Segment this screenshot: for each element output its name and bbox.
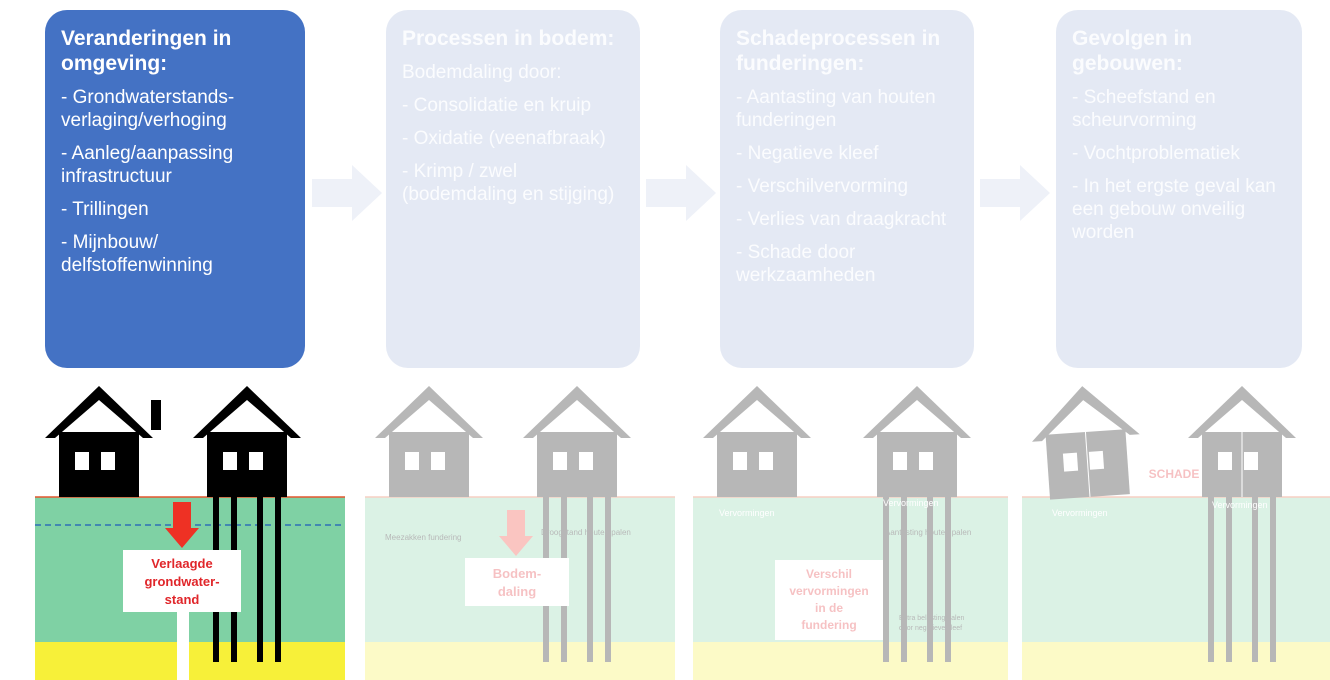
house-icon — [703, 386, 811, 497]
sign-line-3: stand — [165, 592, 200, 607]
down-arrow-icon — [165, 502, 199, 548]
house-on-piles-icon — [523, 386, 631, 662]
card-title: Gevolgen in gebouwen: — [1072, 27, 1193, 75]
card-line: - In het ergste geval kan een gebouw onv… — [1072, 176, 1276, 243]
sign-line-1: Verlaagde — [151, 556, 212, 571]
sign-line-1: Verschil — [806, 567, 852, 581]
card-title: Processen in bodem: — [402, 27, 615, 50]
card-line: - Schade door werkzaamheden — [736, 242, 876, 286]
house-on-piles-icon — [1188, 386, 1296, 662]
card-line: - Consolidatie en kruip — [402, 95, 592, 116]
card-schadeprocessen-in-funderingen: Schadeprocessen in funderingen: - Aantas… — [720, 10, 974, 368]
card-line: - Oxidatie (veenafbraak) — [402, 128, 606, 149]
note-line-2: door negatieve kleef — [899, 625, 962, 632]
illustration-differential-deformation: Vervormingen Vervormingen Aantasting hou… — [693, 380, 1008, 680]
card-gevolgen-in-gebouwen: Gevolgen in gebouwen: - Scheefstand en s… — [1056, 10, 1302, 368]
card-line: - Mijnbouw/ delfstoffenwinning — [61, 232, 213, 276]
sign-line-2: grondwater- — [144, 574, 219, 589]
down-arrow-icon — [499, 510, 533, 556]
house-on-piles-icon — [863, 386, 971, 662]
tilted-house-icon — [1031, 386, 1140, 500]
card-processen-in-bodem: Processen in bodem: Bodemdaling door: - … — [386, 10, 640, 368]
house-icon — [375, 386, 483, 497]
label-right-top: Vervormingen — [883, 498, 939, 508]
label-right: Droogstand houten palen — [541, 528, 631, 537]
note-line-1: Extra belasting palen — [899, 615, 964, 622]
sign-line-1: Bodem- — [493, 566, 541, 581]
card-line: - Vochtproblematiek — [1072, 143, 1240, 164]
card-line: - Verschilvervorming — [736, 176, 909, 197]
label-left: Meezakken fundering — [385, 533, 462, 542]
flow-arrow-3 — [980, 165, 1050, 221]
card-line: - Trillingen — [61, 199, 149, 220]
card-line: - Aantasting van houten funderingen — [736, 87, 936, 131]
sign-line-3: in de — [815, 601, 843, 615]
card-line: - Grondwaterstands-verlaging/verhoging — [61, 87, 235, 131]
card-veranderingen-in-omgeving: Veranderingen in omgeving: - Grondwaters… — [45, 10, 305, 368]
card-line: - Aanleg/aanpassing infrastructuur — [61, 143, 234, 187]
illustration-groundwater-lowering: Verlaagde grondwater- stand — [35, 380, 345, 680]
card-line: - Negatieve kleef — [736, 143, 879, 164]
sign-line-4: fundering — [801, 618, 856, 632]
flow-arrow-2 — [646, 165, 716, 221]
card-title: Schadeprocessen in funderingen: — [736, 27, 941, 75]
label-right: Aantasting houten palen — [885, 528, 971, 537]
sign-line-2: vervormingen — [789, 584, 868, 598]
label-left: Vervormingen — [1052, 508, 1108, 518]
label-right: Vervormingen — [1212, 500, 1268, 510]
card-line: - Scheefstand en scheurvorming — [1072, 87, 1216, 131]
flow-arrow-1 — [312, 165, 382, 221]
house-icon — [45, 386, 161, 497]
card-line: - Verlies van draagkracht — [736, 209, 947, 230]
card-line: Bodemdaling door: — [402, 62, 562, 83]
illustration-building-damage: SCHADE Vervormingen Vervormingen — [1022, 380, 1330, 680]
card-title: Veranderingen in omgeving: — [61, 27, 232, 75]
sign-line-2: daling — [498, 584, 536, 599]
illustration-subsidence: Meezakken fundering Droogstand houten pa… — [365, 380, 675, 680]
label-left: Vervormingen — [719, 508, 775, 518]
damage-label: SCHADE — [1149, 467, 1200, 481]
card-line: - Krimp / zwel (bodemdaling en stijging) — [402, 161, 615, 205]
